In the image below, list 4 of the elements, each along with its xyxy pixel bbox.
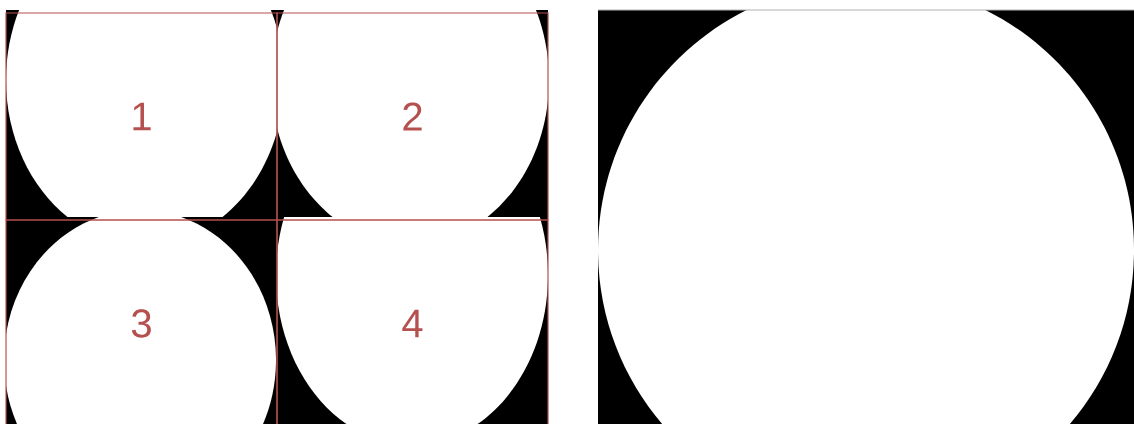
- numbered-cell: 2: [276, 12, 549, 221]
- numbered-cell: 1: [5, 12, 278, 221]
- numbered-cell: 4: [276, 219, 549, 424]
- numbered-cell: 3: [5, 219, 278, 424]
